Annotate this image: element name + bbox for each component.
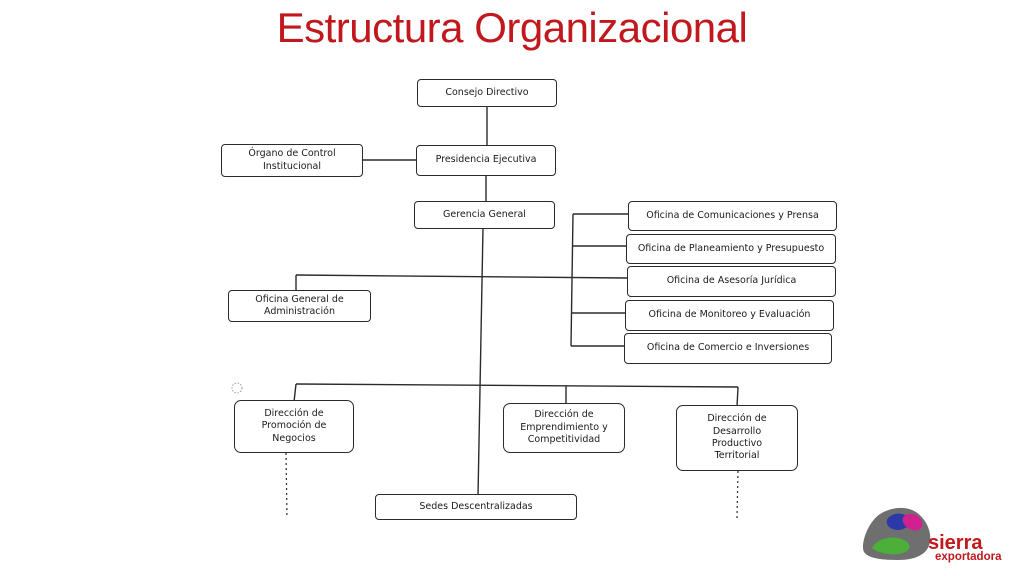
node-oficina-comercio: Oficina de Comercio e Inversiones — [624, 333, 832, 364]
node-organo-control: Órgano de Control Institucional — [221, 144, 363, 177]
node-direccion-emprendimiento: Dirección de Emprendimiento y Competitiv… — [503, 403, 625, 453]
node-oficina-planeamiento: Oficina de Planeamiento y Presupuesto — [626, 234, 836, 264]
node-direccion-promocion: Dirección de Promoción de Negocios — [234, 400, 354, 453]
node-oficina-administracion: Oficina General de Administración — [228, 290, 371, 322]
connector-offices-bracket — [570, 213, 574, 347]
node-oficina-monitoreo: Oficina de Monitoreo y Evaluación — [625, 300, 834, 331]
logo-subtitle: exportadora — [935, 551, 1002, 563]
dashed-promocion — [285, 452, 288, 519]
node-oficina-asesoria: Oficina de Asesoría Jurídica — [627, 266, 836, 297]
page-title: Estructura Organizacional — [276, 4, 748, 51]
sierra-exportadora-logo-icon — [862, 507, 931, 560]
node-consejo-directivo: Consejo Directivo — [417, 79, 557, 107]
node-oficina-comunicaciones: Oficina de Comunicaciones y Prensa — [628, 201, 837, 231]
dashed-desarrollo — [736, 470, 739, 519]
node-direccion-desarrollo: Dirección de Desarrollo Productivo Terri… — [676, 405, 798, 471]
connector-main-trunk — [477, 227, 484, 497]
connector-desarrollo-drop — [736, 386, 739, 408]
node-sedes-descentralizadas: Sedes Descentralizadas — [375, 494, 577, 520]
connector-direcciones-bar — [295, 383, 739, 388]
connector-office-asesoria — [295, 274, 628, 279]
node-presidencia-ejecutiva: Presidencia Ejecutiva — [416, 145, 556, 176]
connector-promocion-drop — [293, 383, 297, 403]
logo-wordmark: sierra — [928, 532, 983, 554]
scan-mark — [231, 382, 243, 394]
node-gerencia-general: Gerencia General — [414, 201, 555, 229]
